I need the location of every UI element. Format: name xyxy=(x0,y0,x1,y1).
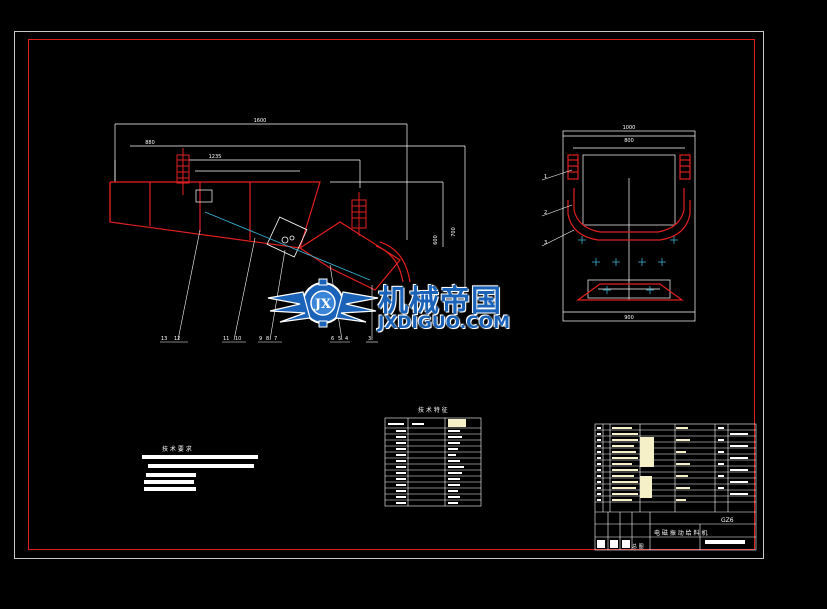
svg-text:1: 1 xyxy=(544,174,547,180)
tech-table-highlight xyxy=(448,419,466,427)
svg-text:3: 3 xyxy=(368,336,371,342)
vibrator xyxy=(266,216,308,258)
svg-text:4: 4 xyxy=(345,336,348,342)
svg-text:7: 7 xyxy=(274,336,277,342)
feeder-trough xyxy=(109,181,411,291)
feed-opening xyxy=(195,189,213,203)
spring-hanger-right xyxy=(351,192,367,236)
centerline xyxy=(204,211,371,281)
sheet-label: 总 图 xyxy=(632,544,644,550)
end-view xyxy=(562,130,696,322)
end-view-trough xyxy=(567,154,691,301)
svg-text:1600: 1600 xyxy=(254,118,267,124)
end-view-balloons: 1 2 3 1000 800 900 xyxy=(544,125,635,321)
svg-text:880: 880 xyxy=(145,140,155,146)
svg-text:13: 13 xyxy=(161,336,167,342)
drawing-name: 电 磁 振 动 给 料 机 xyxy=(654,530,708,537)
spring-hanger-left xyxy=(176,148,190,195)
bom-table xyxy=(594,423,757,551)
svg-text:1000: 1000 xyxy=(623,125,636,131)
svg-text:9: 9 xyxy=(259,336,262,342)
end-view-leaders xyxy=(541,169,575,247)
drawing-code: GZ6 xyxy=(721,517,734,524)
end-view-bolts xyxy=(578,236,678,294)
side-view xyxy=(114,123,466,292)
svg-text:12: 12 xyxy=(174,336,180,342)
svg-text:8: 8 xyxy=(266,336,269,342)
leader-lines xyxy=(160,229,378,343)
drawing-outer-frame xyxy=(14,31,764,559)
logo-english: JXDIGUO.COM xyxy=(378,313,511,333)
svg-text:900: 900 xyxy=(624,315,634,321)
drawing-inner-frame xyxy=(28,39,755,550)
bom-white-marks xyxy=(597,427,748,548)
svg-text:6: 6 xyxy=(331,336,334,342)
tech-table-marks xyxy=(388,423,464,504)
logo-chinese: 机械帝国 xyxy=(378,284,502,319)
tech-table-title: 技 术 特 征 xyxy=(418,407,448,414)
requirements-lines xyxy=(142,455,258,491)
requirements-title: 技 术 要 求 xyxy=(162,446,192,453)
svg-text:600: 600 xyxy=(433,235,439,245)
svg-text:2: 2 xyxy=(544,210,547,216)
dimension-texts: 1600 880 1235 700 600 xyxy=(145,118,457,245)
svg-text:10: 10 xyxy=(235,336,241,342)
svg-text:800: 800 xyxy=(624,138,634,144)
svg-text:700: 700 xyxy=(451,227,457,237)
svg-text:5: 5 xyxy=(338,336,341,342)
svg-text:3: 3 xyxy=(544,240,547,246)
tech-table xyxy=(384,417,482,507)
svg-text:11: 11 xyxy=(223,336,229,342)
bom-fills xyxy=(612,427,690,501)
svg-text:1235: 1235 xyxy=(209,154,222,160)
